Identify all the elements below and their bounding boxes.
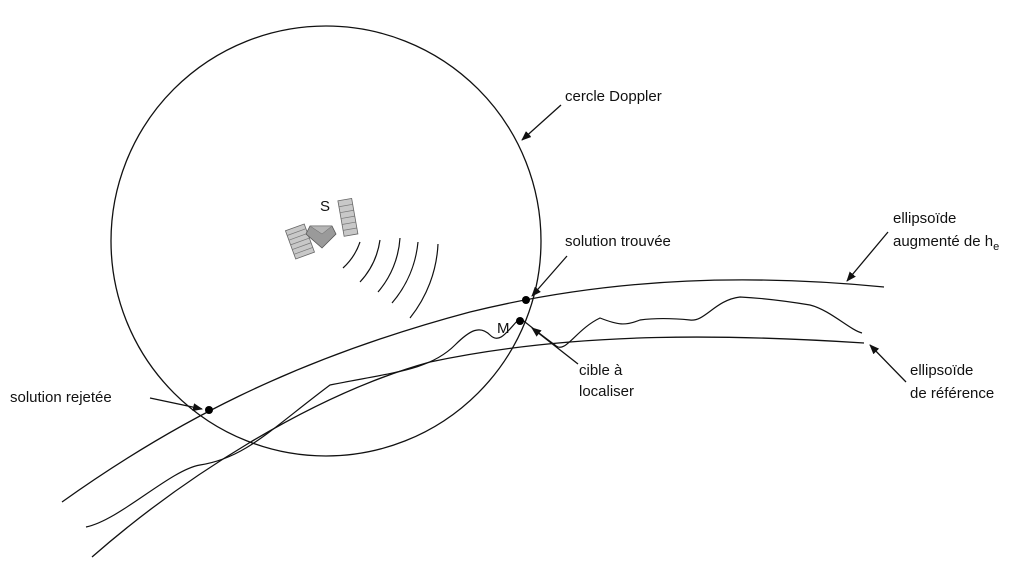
radio-wave-arcs xyxy=(342,237,439,319)
wave-arc-3 xyxy=(377,237,401,293)
doppler-circle-label: cercle Doppler xyxy=(565,88,662,105)
arrow-reference-ellipsoid xyxy=(869,344,907,383)
arrow-doppler-circle xyxy=(521,104,562,141)
wave-arc-5 xyxy=(409,243,439,319)
augmented-ellipsoid-label-line2: augmenté de he xyxy=(893,233,999,253)
rejected-solution-point xyxy=(205,406,213,414)
augmented-ellipsoid-label-line1: ellipsoïde xyxy=(893,210,956,227)
reference-ellipsoid-curve xyxy=(91,336,865,558)
rejected-solution-label: solution rejetée xyxy=(10,389,112,406)
terrain-profile xyxy=(85,296,863,528)
augmented-ellipsoid-label-text: augmenté de h xyxy=(893,233,993,250)
arrow-target xyxy=(531,327,579,365)
target-label-line1: cible à xyxy=(579,362,623,379)
arrow-rejected-solution xyxy=(149,397,203,412)
satellite-icon xyxy=(284,197,359,260)
found-solution-label: solution trouvée xyxy=(565,233,671,250)
wave-arc-4 xyxy=(391,241,419,304)
satellite-label: S xyxy=(320,198,330,215)
arrow-found-solution xyxy=(531,255,568,297)
point-m-label: M xyxy=(497,320,510,337)
doppler-circle xyxy=(110,25,542,457)
wave-arc-2 xyxy=(359,239,381,283)
augmented-ellipsoid-subscript: e xyxy=(993,241,999,253)
reference-ellipsoid-label-line2: de référence xyxy=(910,385,994,402)
reference-ellipsoid-label-line1: ellipsoïde xyxy=(910,362,973,379)
arrow-augmented-ellipsoid xyxy=(846,231,889,282)
wave-arc-1 xyxy=(342,241,361,269)
target-label-line2: localiser xyxy=(579,383,634,400)
augmented-ellipsoid-curve xyxy=(61,279,885,503)
target-point-m xyxy=(516,317,524,325)
found-solution-point xyxy=(522,296,530,304)
